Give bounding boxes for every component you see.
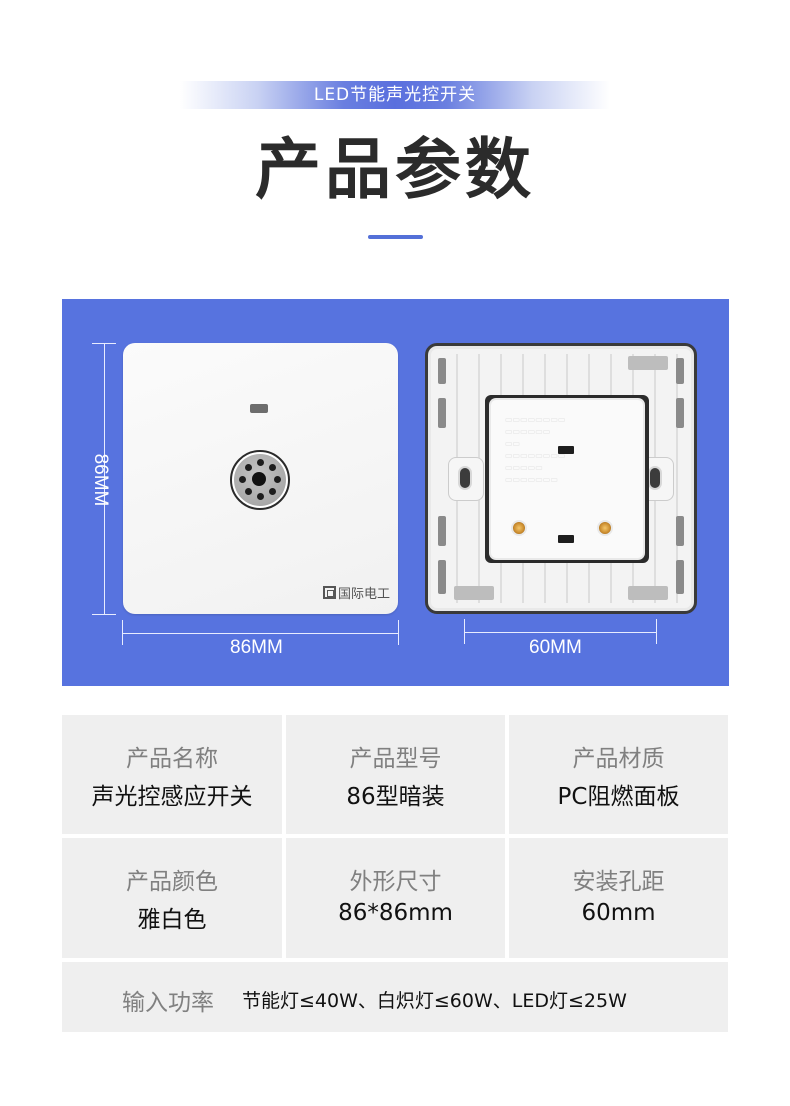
width-dimension-tick-left [122,620,123,645]
right-mount-hole-icon [648,466,662,490]
banner-text: LED节能声光控开关 [313,85,477,105]
spec-label: 产品名称 [126,746,218,772]
module-port-bottom [558,535,574,543]
hole-distance-tick-right [656,619,657,644]
spec-value: 声光控感应开关 [91,784,253,810]
sound-sensor-icon [230,450,290,510]
spec-value: 60mm [581,900,656,926]
brand-mark-icon [322,586,336,599]
spec-cell-name: 产品名称 声光控感应开关 [62,715,282,834]
width-dimension-tick-right [398,620,399,645]
spec-cell-size: 外形尺寸 86*86mm [286,838,505,958]
height-dimension-label: 86MM [90,453,111,507]
product-dimension-panel: 86MM 国际电工 86MM [62,299,729,686]
hole-distance-tick-left [464,619,465,644]
hole-distance-line [464,632,656,633]
height-dimension-tick-bottom [92,614,116,615]
spec-label: 产品颜色 [126,869,218,895]
spec-label: 安装孔距 [572,869,665,895]
indicator-light [250,404,268,413]
module-engraving: ▭▭▭▭▭▭▭▭▭▭▭▭▭▭▭▭▭▭▭▭▭▭▭▭▭▭▭▭▭▭▭▭▭▭▭▭ [505,415,566,484]
spec-label: 产品型号 [349,746,442,772]
spec-value: 86*86mm [338,900,453,926]
brand-name: 国际电工 [337,587,390,602]
module-port-top [558,446,574,454]
spec-label: 输入功率 [122,990,214,1016]
height-dimension-tick-top [92,343,116,344]
spec-cell-model: 产品型号 86型暗装 [286,715,505,834]
spec-label: 外形尺寸 [349,869,442,895]
width-dimension-line [122,633,398,634]
spec-cell-color: 产品颜色 雅白色 [62,838,282,958]
height-dimension-line [104,343,105,614]
spec-value: 节能灯≤40W、白炽灯≤60W、LED灯≤25W [242,990,627,1012]
switch-back-plate: ▭▭▭▭▭▭▭▭▭▭▭▭▭▭▭▭▭▭▭▭▭▭▭▭▭▭▭▭▭▭▭▭▭▭▭▭ [425,343,697,614]
hole-distance-label: 60MM [529,637,582,658]
spec-label: 产品材质 [572,746,665,772]
spec-value: 雅白色 [137,907,207,933]
spec-cell-power: 输入功率 节能灯≤40W、白炽灯≤60W、LED灯≤25W [62,962,728,1032]
page-title: 产品参数 [255,131,535,208]
spec-cell-hole-distance: 安装孔距 60mm [509,838,728,958]
subtitle-banner: LED节能声光控开关 [180,81,610,109]
terminal-screw-left-icon [511,520,527,536]
spec-cell-material: 产品材质 PC阻燃面板 [509,715,728,834]
brand-logo: 国际电工 [322,583,390,602]
left-mount-hole-icon [458,466,472,490]
spec-value: PC阻燃面板 [557,784,680,810]
switch-module: ▭▭▭▭▭▭▭▭▭▭▭▭▭▭▭▭▭▭▭▭▭▭▭▭▭▭▭▭▭▭▭▭▭▭▭▭ [491,400,643,558]
terminal-screw-right-icon [597,520,613,536]
spec-value: 86型暗装 [346,784,445,810]
width-dimension-label: 86MM [230,637,283,658]
title-underline [368,235,423,239]
switch-front-plate: 国际电工 [123,343,398,614]
